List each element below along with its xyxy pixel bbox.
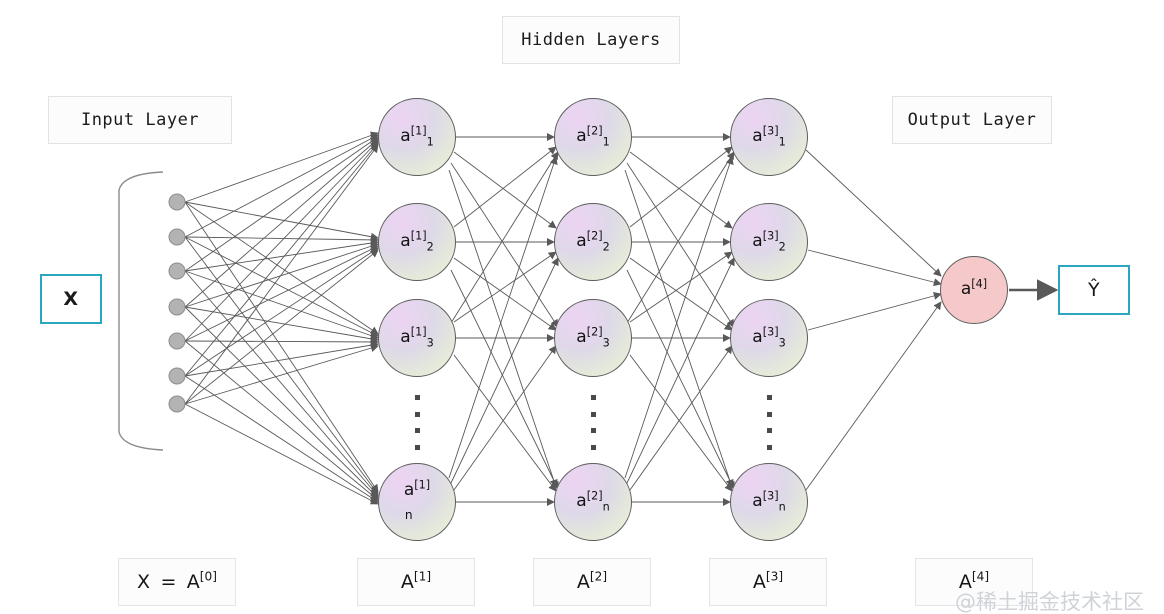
neuron-label: a[2]n (576, 489, 610, 514)
neuron-label: a[4] (960, 277, 988, 300)
neuron-a4-output[interactable]: a[4] (940, 256, 1008, 324)
input-layer-label: Input Layer (48, 96, 232, 144)
input-node (168, 228, 186, 246)
neuron-a1-1[interactable]: a[1]1 (378, 98, 456, 176)
neuron-label: a[3]3 (752, 325, 786, 350)
input-node (168, 395, 186, 413)
ellipsis-hidden1 (414, 395, 420, 450)
input-node (168, 298, 186, 316)
bottom-label-a1: A[1] (357, 558, 475, 606)
edges-hidden1-to-hidden2 (448, 132, 559, 507)
neuron-label: a[2]3 (576, 325, 610, 350)
input-node (168, 193, 186, 211)
ellipsis-hidden3 (766, 395, 772, 450)
bottom-label-text: A[4] (958, 569, 990, 593)
bottom-label-a0: X=A[0] (118, 558, 236, 606)
neuron-a1-2[interactable]: a[1]2 (378, 203, 456, 281)
bottom-label-text: X=A[0] (136, 569, 218, 593)
hidden-layers-label: Hidden Layers (502, 16, 680, 64)
neuron-label: a[3]2 (752, 229, 786, 254)
neuron-label: a[3]n (752, 489, 786, 514)
bottom-label-text: A[3] (752, 569, 784, 593)
neuron-a1-3[interactable]: a[1]3 (378, 299, 456, 377)
input-node (168, 262, 186, 280)
neuron-a3-1[interactable]: a[3]1 (730, 98, 808, 176)
edges-input-to-hidden1 (184, 131, 379, 505)
bottom-label-a4: A[4] (915, 558, 1033, 606)
neuron-a2-3[interactable]: a[2]3 (554, 299, 632, 377)
output-vector-box: Ŷ (1058, 265, 1130, 315)
neuron-a1-n[interactable]: a[1]n (378, 463, 456, 541)
edges-hidden2-to-hidden3 (624, 132, 735, 507)
bottom-label-a3: A[3] (709, 558, 827, 606)
watermark: @稀土掘金技术社区 (955, 590, 1144, 614)
neuron-label: a[2]2 (576, 229, 610, 254)
bottom-label-text: A[1] (400, 569, 432, 593)
input-node (168, 367, 186, 385)
input-nodes (168, 193, 186, 413)
bottom-label-a2: A[2] (533, 558, 651, 606)
neuron-a3-n[interactable]: a[3]n (730, 463, 808, 541)
neuron-a2-n[interactable]: a[2]n (554, 463, 632, 541)
neuron-a3-2[interactable]: a[3]2 (730, 203, 808, 281)
neuron-label: a[1]n (403, 478, 431, 522)
neuron-label: a[1]2 (400, 229, 434, 254)
input-bracket (118, 171, 164, 451)
input-node (168, 332, 186, 350)
neuron-a3-3[interactable]: a[3]3 (730, 299, 808, 377)
neuron-label: a[3]1 (752, 124, 786, 149)
input-vector-box: X (40, 274, 102, 324)
neuron-label: a[1]3 (400, 325, 434, 350)
neuron-a2-2[interactable]: a[2]2 (554, 203, 632, 281)
neuron-a2-1[interactable]: a[2]1 (554, 98, 632, 176)
ellipsis-hidden2 (590, 395, 596, 450)
neuron-label: a[1]1 (400, 124, 434, 149)
output-layer-label: Output Layer (892, 96, 1052, 144)
bottom-label-text: A[2] (576, 569, 608, 593)
edges-hidden3-to-output (805, 149, 942, 491)
neuron-label: a[2]1 (576, 124, 610, 149)
